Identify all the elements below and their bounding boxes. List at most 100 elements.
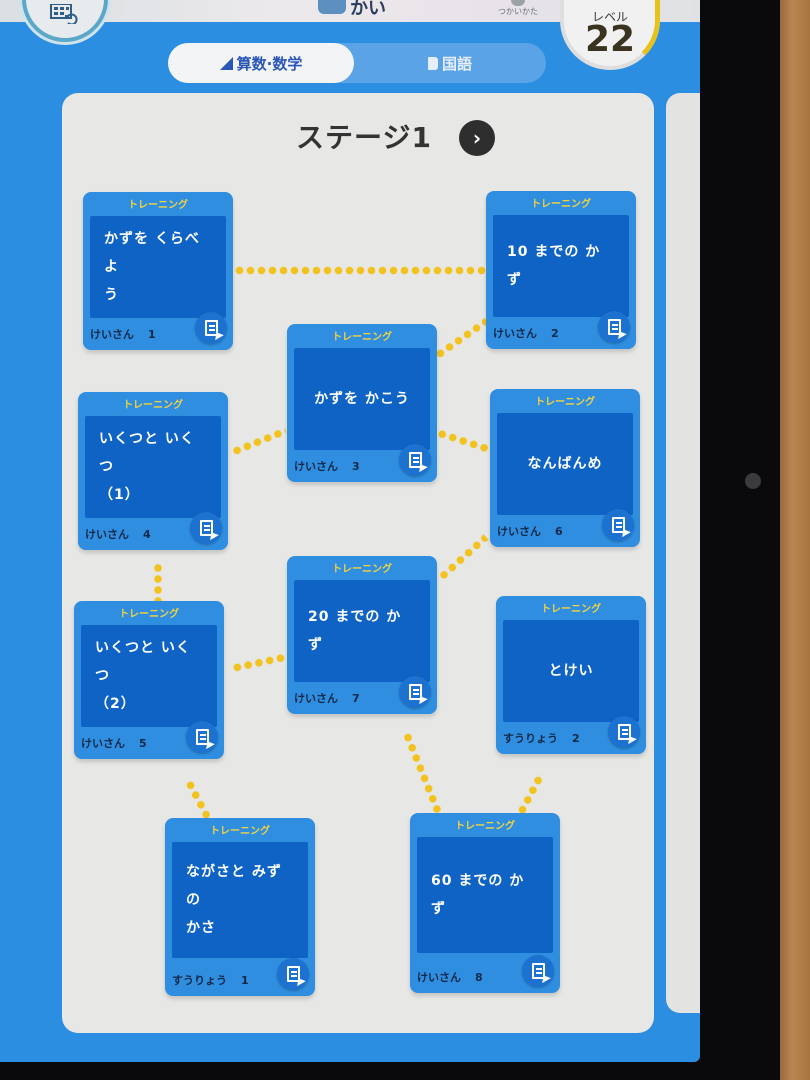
card-number: 2 [551, 327, 559, 340]
card-category: けいさん [493, 327, 537, 340]
help-icon [511, 0, 525, 6]
calendar-back-button[interactable] [22, 0, 108, 42]
card-body: かずを かこう [294, 348, 430, 450]
card-category: けいさん [294, 460, 338, 473]
help-button[interactable]: つかいかた [494, 0, 542, 22]
card-action-button[interactable] [186, 721, 218, 753]
card-title: 10 までの か ず [507, 244, 601, 288]
help-label: つかいかた [498, 7, 538, 16]
card-number: 5 [139, 737, 147, 750]
card-body: 60 までの か ず [417, 837, 553, 953]
card-action-button[interactable] [608, 716, 640, 748]
card-body: 10 までの か ず [493, 215, 629, 317]
user-avatar[interactable] [318, 0, 346, 14]
stage-title: ステージ1 [296, 121, 432, 154]
level-value: 22 [584, 19, 636, 60]
document-pointer-icon [611, 517, 625, 533]
lesson-card[interactable]: トレーニング かずを くらべよ う けいさん 1 [83, 192, 233, 350]
document-pointer-icon [195, 729, 209, 745]
lesson-card[interactable]: トレーニング 10 までの か ず けいさん 2 [486, 191, 636, 349]
card-tag: トレーニング [541, 604, 601, 615]
card-action-button[interactable] [190, 512, 222, 544]
lesson-card[interactable]: トレーニング 20 までの か ず けいさん 7 [287, 556, 437, 714]
card-number: 1 [241, 974, 249, 987]
subject-tabs: 算数·数学 国語 [168, 43, 546, 83]
document-pointer-icon [286, 966, 300, 982]
card-footer: けいさん 2 [493, 325, 559, 341]
card-number: 1 [148, 328, 156, 341]
document-pointer-icon [531, 963, 545, 979]
card-title: かずを くらべよ う [104, 231, 200, 303]
triangle-ruler-icon [219, 56, 233, 70]
card-footer: けいさん 3 [294, 458, 360, 474]
tab-math[interactable]: 算数·数学 [168, 43, 354, 83]
card-action-button[interactable] [399, 676, 431, 708]
document-pointer-icon [408, 452, 422, 468]
card-tag: トレーニング [210, 826, 270, 837]
card-action-button[interactable] [602, 509, 634, 541]
document-pointer-icon [617, 724, 631, 740]
chevron-right-icon: › [472, 126, 482, 150]
card-footer: けいさん 1 [90, 326, 156, 342]
tab-japanese-label: 国語 [441, 54, 472, 73]
card-tag: トレーニング [128, 200, 188, 211]
card-title: なんばんめ [527, 456, 603, 472]
card-action-button[interactable] [277, 958, 309, 990]
card-body: いくつと いくつ （1） [85, 416, 221, 518]
card-tag: トレーニング [531, 199, 591, 210]
card-category: けいさん [417, 971, 461, 984]
card-number: 2 [572, 732, 580, 745]
card-title: いくつと いくつ （2） [95, 640, 191, 712]
level-label: レベル [591, 10, 628, 24]
card-number: 7 [352, 692, 360, 705]
side-panel[interactable] [666, 93, 700, 1013]
next-stage-button[interactable]: › [459, 120, 495, 156]
card-title: 20 までの か ず [308, 609, 402, 653]
card-tag: トレーニング [332, 564, 392, 575]
card-title: 60 までの か ず [431, 873, 525, 917]
card-title: いくつと いくつ （1） [99, 431, 195, 503]
lesson-card[interactable]: トレーニング 60 までの か ず けいさん 8 [410, 813, 560, 993]
card-title: とけい [548, 663, 594, 679]
book-icon [427, 56, 438, 70]
card-tag: トレーニング [535, 397, 595, 408]
card-title: かずを かこう [314, 391, 410, 407]
card-footer: けいさん 7 [294, 690, 360, 706]
card-number: 3 [352, 460, 360, 473]
card-category: けいさん [90, 328, 134, 341]
card-category: けいさん [294, 692, 338, 705]
card-action-button[interactable] [522, 955, 554, 987]
document-pointer-icon [204, 320, 218, 336]
card-footer: けいさん 8 [417, 969, 483, 985]
card-tag: トレーニング [119, 609, 179, 620]
card-body: かずを くらべよ う [90, 216, 226, 318]
table-surface [780, 0, 810, 1080]
card-body: ながさと みずの かさ [172, 842, 308, 958]
document-pointer-icon [607, 319, 621, 335]
card-tag: トレーニング [455, 821, 515, 832]
card-number: 8 [475, 971, 483, 984]
calendar-return-icon [50, 4, 78, 24]
top-bar: かい つかいかた [0, 0, 700, 22]
card-body: いくつと いくつ （2） [81, 625, 217, 727]
app-screen: かい つかいかた レベル 22 算数·数学 [0, 0, 700, 1062]
card-category: けいさん [85, 528, 129, 541]
tab-japanese[interactable]: 国語 [354, 43, 546, 83]
card-action-button[interactable] [195, 312, 227, 344]
card-action-button[interactable] [598, 311, 630, 343]
user-name: かい [350, 0, 386, 19]
card-action-button[interactable] [399, 444, 431, 476]
document-pointer-icon [199, 520, 213, 536]
level-badge: レベル 22 [560, 0, 660, 70]
